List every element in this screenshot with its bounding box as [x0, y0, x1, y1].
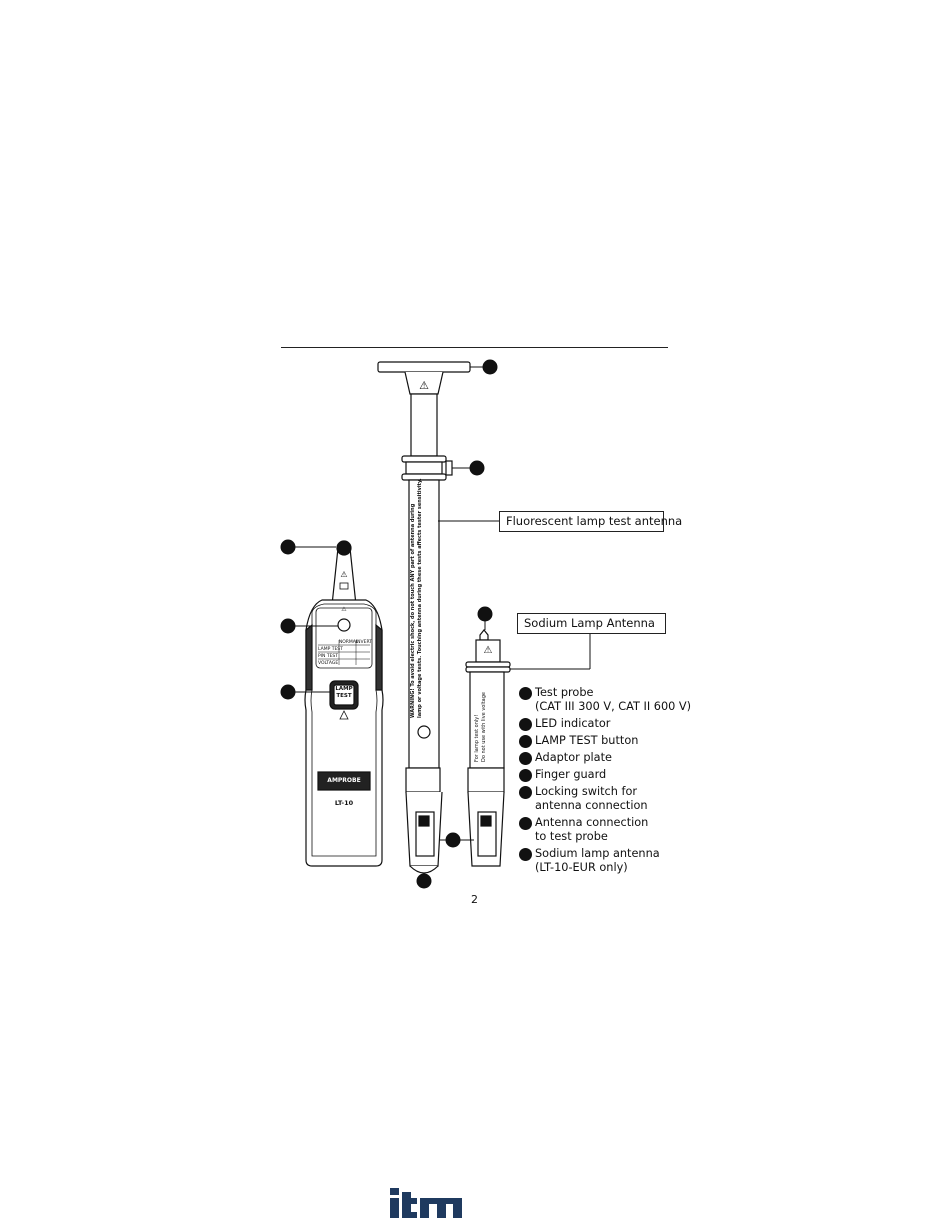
lamp-test-label-2: TEST [336, 693, 352, 699]
legend-text: LED indicator [535, 717, 611, 730]
legend-text: Test probe (CAT III 300 V, CAT II 600 V) [535, 686, 692, 713]
parts-legend: Test probe (CAT III 300 V, CAT II 600 V)… [519, 686, 699, 878]
legend-text: Locking switch for antenna connection [535, 785, 648, 812]
table-row-voltage: VOLTAGE [318, 661, 339, 666]
model-label: LT-10 [334, 799, 354, 807]
legend-text: LAMP TEST button [535, 734, 639, 747]
legend-text: Adaptor plate [535, 751, 612, 764]
sodium-note-text: For lamp test only! Do not use with live… [474, 672, 488, 762]
svg-text:⚠: ⚠ [341, 606, 347, 613]
fluorescent-antenna [377, 361, 471, 874]
fluorescent-warning-text: WARNING! To avoid electric shock, do not… [410, 478, 424, 718]
svg-text:⚠: ⚠ [419, 379, 429, 392]
sodium-antenna [465, 629, 511, 867]
legend-text: Antenna connection to test probe [535, 816, 649, 843]
legend-item: Antenna connection to test probe [519, 816, 699, 844]
fluorescent-warning-line-2: lamp or voltage tests. Touching antenna … [417, 478, 423, 718]
table-row-lamp-test: LAMP TEST [318, 647, 343, 652]
legend-bullet [519, 786, 532, 799]
legend-bullet [519, 735, 532, 748]
legend-item: Finger guard [519, 768, 699, 782]
sodium-note-line-2: Do not use with live voltage [481, 692, 487, 762]
svg-text:⚠: ⚠ [484, 645, 493, 656]
callout-dots [280, 359, 591, 889]
lt10-illustration: ⚠ ⚠ ⚠ ⚠ [280, 359, 591, 889]
lamp-test-button[interactable]: LAMP TEST [334, 686, 354, 700]
table-row-pin-test: PIN TEST [318, 654, 339, 659]
legend-item: Test probe (CAT III 300 V, CAT II 600 V) [519, 686, 699, 714]
legend-bullet [519, 718, 532, 731]
legend-item: Adaptor plate [519, 751, 699, 765]
legend-item: Locking switch for antenna connection [519, 785, 699, 813]
legend-item: Sodium lamp antenna (LT-10-EUR only) [519, 847, 699, 875]
lamp-test-label-1: LAMP [335, 686, 353, 692]
legend-item: LED indicator [519, 717, 699, 731]
legend-text: Sodium lamp antenna (LT-10-EUR only) [535, 847, 660, 874]
fluorescent-antenna-callout: Fluorescent lamp test antenna [499, 511, 682, 532]
legend-bullet [519, 848, 532, 861]
legend-text: Finger guard [535, 768, 607, 781]
table-header-normal: NORMAL [338, 640, 359, 645]
header-rule [281, 347, 668, 348]
legend-item: LAMP TEST button [519, 734, 699, 748]
brand-label: AMPROBE [327, 777, 361, 784]
legend-bullet [519, 769, 532, 782]
page-number: 2 [471, 893, 478, 906]
fluorescent-warning-line-1: WARNING! To avoid electric shock, do not… [410, 503, 416, 718]
sodium-antenna-callout: Sodium Lamp Antenna [517, 613, 666, 634]
table-header-invert: INVERT [355, 640, 372, 645]
svg-text:⚠: ⚠ [340, 570, 347, 579]
tester-body [304, 540, 384, 867]
legend-bullet [519, 752, 532, 765]
sodium-note-line-1: For lamp test only! [474, 714, 480, 762]
legend-bullet [519, 817, 532, 830]
itm-logo [390, 1188, 462, 1218]
legend-bullet [519, 687, 532, 700]
